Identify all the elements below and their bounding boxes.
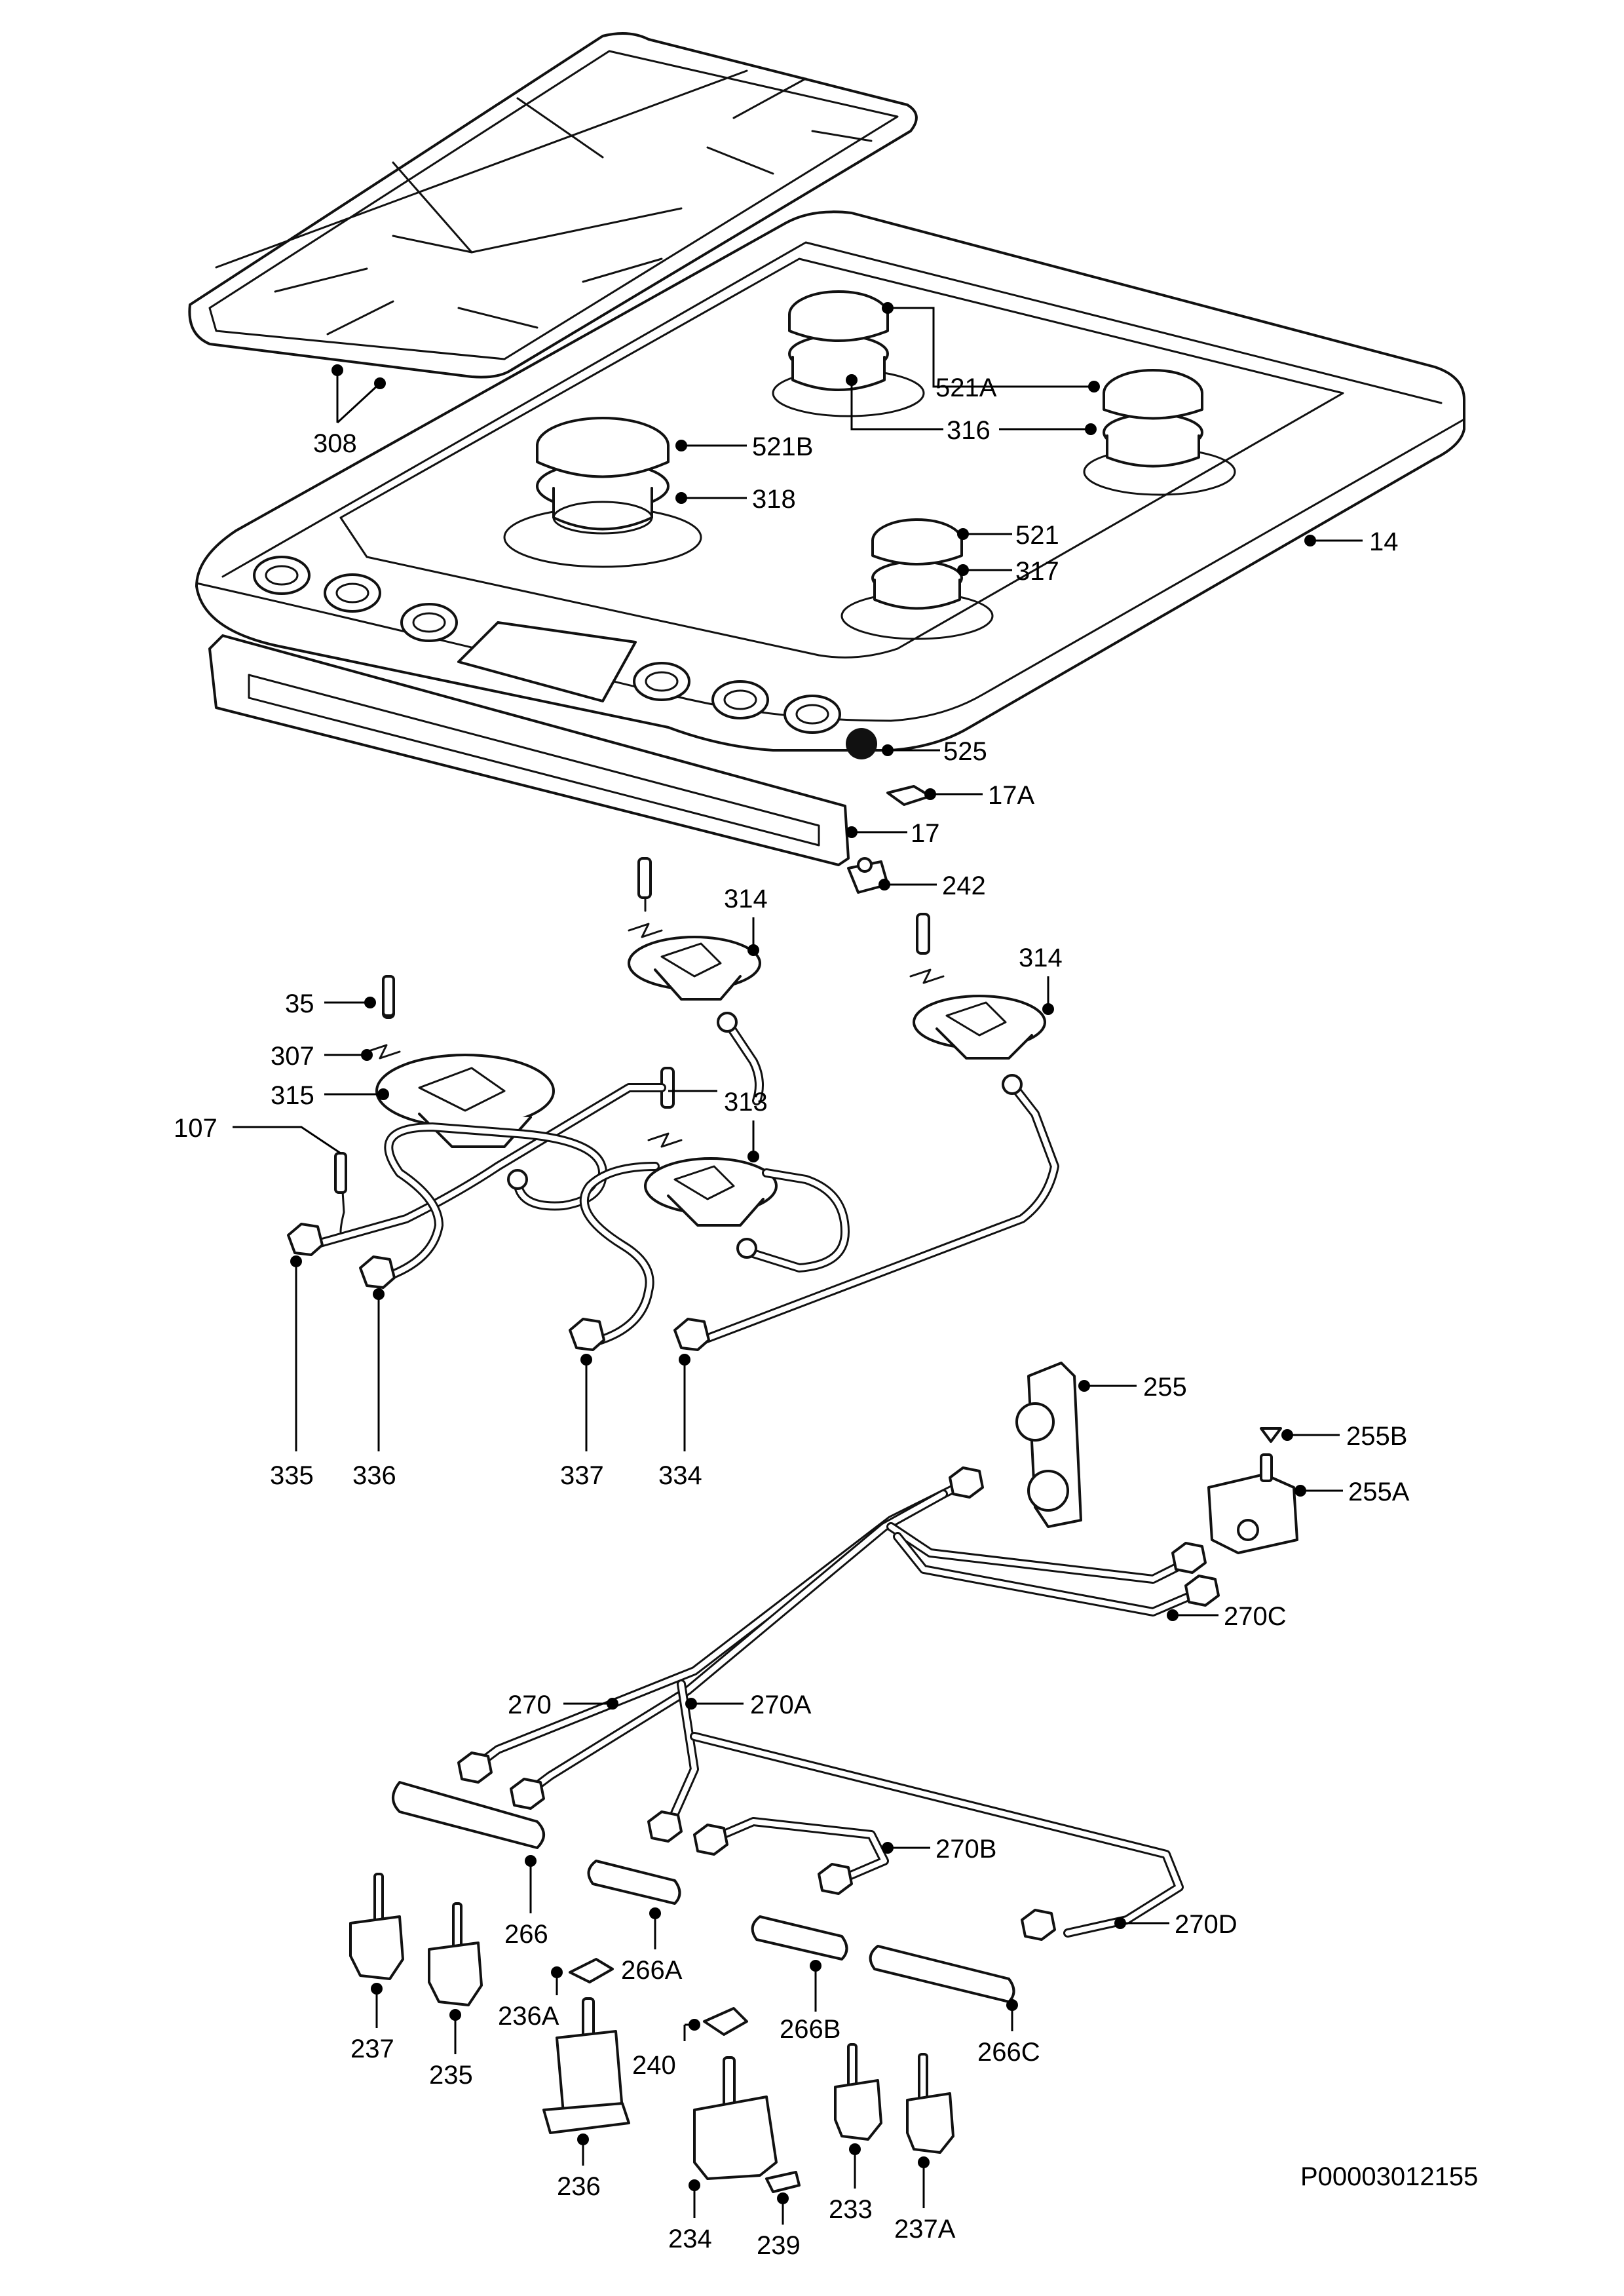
label-17: 17 (911, 819, 940, 848)
gas-bar-266B (751, 1915, 848, 1961)
spark-generator-242 (847, 857, 889, 894)
thermocouple-107 (334, 1152, 347, 1233)
label-316: 316 (947, 416, 991, 445)
gas-bar-266 (392, 1781, 545, 1849)
label-107: 107 (174, 1114, 217, 1143)
label-270C: 270C (1224, 1602, 1287, 1631)
knob-255B (1260, 1427, 1282, 1443)
label-255: 255 (1143, 1373, 1187, 1402)
thermocouple-35 (382, 975, 395, 1017)
label-521B: 521B (752, 432, 813, 461)
clip-17A (886, 785, 932, 806)
label-266C: 266C (977, 2038, 1040, 2067)
gas-bar-266C (869, 1945, 1015, 2003)
clip-239 (765, 2171, 801, 2193)
label-14: 14 (1369, 527, 1399, 556)
label-307: 307 (271, 1042, 314, 1071)
label-521: 521 (1015, 521, 1059, 550)
label-237A: 237A (894, 2215, 956, 2244)
label-270: 270 (508, 1691, 552, 1719)
label-266: 266 (504, 1920, 548, 1949)
label-318: 318 (752, 485, 796, 514)
label-314-left: 314 (724, 885, 768, 913)
control-panel-strip (208, 634, 850, 866)
document-code: P00003012155 (1300, 2162, 1478, 2191)
label-234: 234 (668, 2225, 712, 2253)
gas-tap-237 (349, 1873, 404, 1980)
label-35: 35 (285, 989, 314, 1018)
burner-cap-rear-right (1103, 369, 1203, 468)
thermostat-236 (542, 1997, 630, 2134)
gas-tap-235 (428, 1902, 483, 2006)
label-525: 525 (943, 737, 987, 766)
valve-234 (693, 2056, 778, 2180)
gas-rail-pipes (457, 1466, 1220, 1941)
label-315: 315 (271, 1081, 314, 1110)
burner-base-314-left (628, 857, 764, 1105)
burner-base-314-right (690, 913, 1059, 1348)
cover-240 (703, 2007, 748, 2036)
label-336: 336 (352, 1461, 396, 1490)
gas-bar-266A (587, 1860, 681, 1905)
label-337: 337 (560, 1461, 604, 1490)
label-236: 236 (557, 2172, 601, 2201)
label-313: 313 (724, 1088, 768, 1117)
burner-cap-front-right (871, 518, 963, 610)
label-239: 239 (757, 2231, 801, 2260)
burner-gas-pipes (287, 1012, 1023, 1351)
label-521A: 521A (935, 373, 997, 402)
pan-support-grid (188, 32, 918, 379)
label-236A: 236A (498, 2002, 559, 2031)
label-266B: 266B (780, 2015, 840, 2044)
burner-base-313 (644, 1067, 778, 1227)
label-255A: 255A (1348, 1478, 1410, 1506)
label-308: 308 (313, 429, 357, 458)
label-17A: 17A (988, 781, 1034, 810)
gas-tap-237A (906, 2053, 954, 2154)
cover-236A (569, 1958, 614, 1983)
label-334: 334 (658, 1461, 702, 1490)
label-314-right: 314 (1019, 944, 1063, 972)
gas-cock-255A (1207, 1453, 1298, 1554)
label-240: 240 (632, 2051, 676, 2080)
burner-cap-large (536, 417, 670, 535)
callouts: 308 521A 316 521B 318 521 317 14 525 (174, 302, 1478, 2260)
label-237: 237 (350, 2035, 394, 2063)
hob-top (195, 210, 1465, 759)
label-317: 317 (1015, 557, 1059, 586)
burner-cap-rear-left (788, 290, 889, 391)
label-266A: 266A (621, 1956, 683, 1985)
label-233: 233 (829, 2195, 873, 2224)
label-270D: 270D (1175, 1910, 1237, 1939)
label-235: 235 (429, 2061, 473, 2090)
label-335: 335 (270, 1461, 314, 1490)
label-270B: 270B (935, 1835, 996, 1864)
label-242: 242 (942, 871, 986, 900)
gas-inlet-elbow-255 (1015, 1362, 1082, 1528)
gas-tap-233 (834, 2043, 882, 2141)
label-270A: 270A (750, 1691, 812, 1719)
label-255B: 255B (1346, 1422, 1407, 1451)
